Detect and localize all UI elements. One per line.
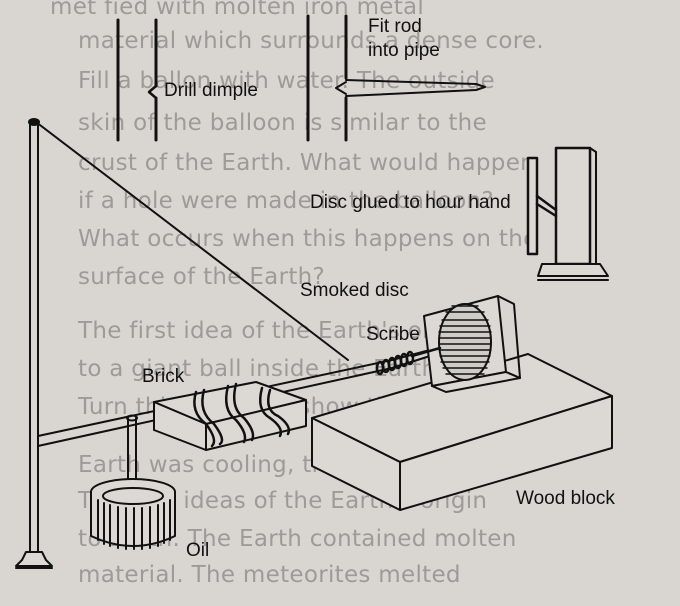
- background-text-line: surface of the Earth?: [78, 264, 326, 290]
- scribe-label: Scribe: [366, 324, 420, 345]
- background-text-line: What occurs when this happens on the: [78, 226, 538, 252]
- suspension-wire: [35, 121, 349, 361]
- drill-dimple-label: Drill dimple: [164, 80, 258, 101]
- hour-hand-detail: [526, 146, 609, 281]
- brick-label: Brick: [142, 366, 185, 387]
- wood-block: [311, 353, 613, 511]
- background-text-line: skin of the balloon is similar to the: [78, 110, 487, 136]
- brick: [153, 381, 307, 451]
- support-pole: [15, 118, 53, 569]
- oil-damper: [90, 414, 176, 550]
- scribe-spring: [375, 346, 442, 376]
- fit-rod-label: Fit rod: [368, 16, 422, 37]
- background-text-line: crust of the Earth. What would happen: [78, 150, 536, 176]
- background-text-line: Fill a ballon with water. The outside: [78, 68, 496, 94]
- oil-label: Oil: [186, 540, 210, 561]
- background-text-line: met fied with molten iron metal: [50, 0, 425, 20]
- background-text-line: material. The meteorites melted: [78, 562, 461, 588]
- wood-block-label: Wood block: [516, 488, 615, 509]
- into-pipe-label: into pipe: [368, 40, 440, 61]
- background-text-line: if a hole were made in the balloon?: [78, 188, 494, 214]
- smoked-disc-label: Smoked disc: [300, 280, 409, 301]
- smoked-disc-holder: [423, 295, 521, 393]
- disc-glued-label: Disc glued to hour hand: [310, 192, 511, 213]
- background-text-line: The first idea of the Earth's origin: [78, 318, 476, 344]
- rod-into-pipe-detail: [306, 14, 486, 142]
- drill-dimple-detail: [116, 18, 158, 142]
